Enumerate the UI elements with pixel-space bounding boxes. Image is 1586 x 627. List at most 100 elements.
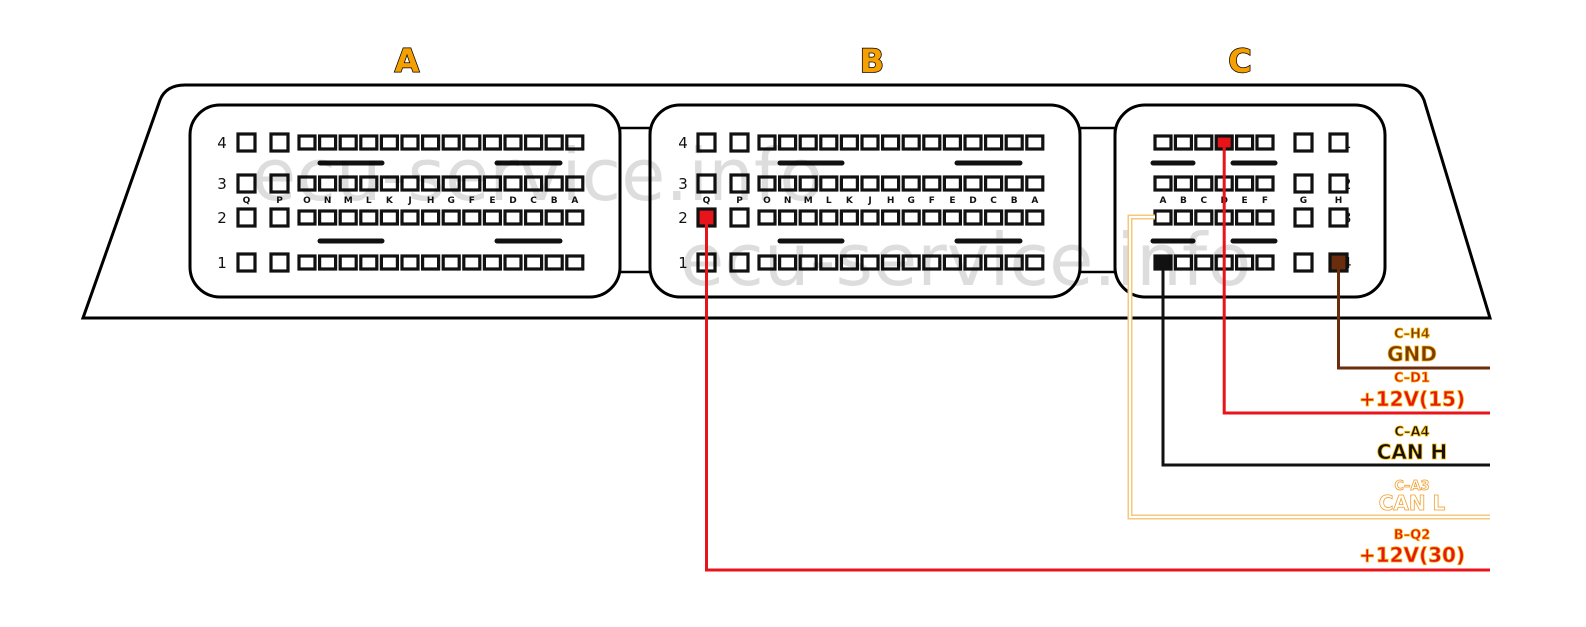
pin-b-q3 [696, 173, 717, 194]
pin-a-n3 [318, 175, 338, 192]
pin-b-l3 [819, 175, 839, 192]
pin-a-k3 [379, 175, 399, 192]
column-letter: E [949, 196, 955, 206]
wire-pin-label: C–A3 [1394, 479, 1429, 494]
row-number: 1 [678, 254, 688, 272]
pin-b-j3 [860, 175, 880, 192]
pin-b-p3 [729, 173, 750, 194]
wire-core [1129, 216, 1490, 518]
watermark-text: ecu-service.info [252, 133, 823, 217]
pin-b-g4 [901, 134, 921, 151]
pin-b-j4 [860, 134, 880, 151]
column-letter: H [427, 196, 435, 206]
pin-b-f2 [922, 209, 942, 226]
watermark-text: ecu-service.info [680, 218, 1251, 302]
pin-b-d4 [963, 134, 983, 151]
pin-b-o3 [757, 175, 777, 192]
wire-signal-label: GND [1387, 342, 1437, 366]
pin-a-q1 [236, 252, 257, 273]
pin-b-d3 [963, 175, 983, 192]
pin-a-g4 [441, 134, 461, 151]
pin-b-k3 [839, 175, 860, 192]
pin-b-g2 [901, 209, 921, 226]
pin-a-o4 [297, 134, 317, 151]
column-letter: L [826, 196, 832, 206]
pin-a-f4 [462, 134, 482, 151]
column-letter: B [1011, 196, 1018, 206]
column-letter: J [867, 196, 871, 206]
pin-a-e3 [482, 175, 502, 192]
column-letter: A [1031, 196, 1038, 206]
column-letter: B [1180, 196, 1187, 206]
pin-a-p2 [269, 207, 290, 228]
pin-a-b4 [544, 134, 564, 151]
pin-a-m2 [338, 209, 358, 226]
pin-c-h2 [1328, 173, 1349, 194]
pin-b-p2 [729, 207, 750, 228]
connector-body [188, 103, 622, 299]
pin-b-h3 [880, 175, 901, 192]
pin-b-a1 [1025, 254, 1045, 271]
pin-a-a3 [565, 175, 585, 192]
pin-c-b3 [1173, 209, 1194, 226]
column-letter: J [407, 196, 411, 206]
pin-b-j1 [860, 254, 880, 271]
connector-label: C [1228, 42, 1251, 80]
pin-a-k4 [379, 134, 399, 151]
pin-a-n1 [318, 254, 338, 271]
row-number: 4 [217, 134, 227, 152]
wire-b-q2 [705, 217, 1490, 572]
pin-a-d2 [503, 209, 523, 226]
pin-a-g3 [441, 175, 461, 192]
column-letter: O [303, 196, 311, 206]
pin-a-c1 [523, 254, 544, 271]
pin-b-b3 [1004, 175, 1024, 192]
pin-a-k1 [379, 254, 399, 271]
pin-b-k2 [839, 209, 860, 226]
pin-b-l2 [819, 209, 839, 226]
pin-b-b4 [1004, 134, 1024, 151]
pin-a-c2 [523, 209, 544, 226]
pin-b-k4 [839, 134, 860, 151]
pin-a-j2 [400, 209, 420, 226]
pin-c-e3 [1234, 209, 1255, 226]
pin-a-o2 [297, 209, 317, 226]
pin-b-m4 [798, 134, 818, 151]
pin-c-e2 [1234, 175, 1255, 192]
pin-a-b1 [544, 254, 564, 271]
wire-c-a4 [1161, 262, 1490, 467]
pin-b-c3 [983, 175, 1004, 192]
column-letter: C [990, 196, 997, 206]
pin-c-c3 [1194, 209, 1214, 226]
column-letter: F [929, 196, 935, 206]
pin-a-l4 [359, 134, 379, 151]
pin-b-e2 [942, 209, 963, 226]
pin-a-o3 [297, 175, 317, 192]
pin-b-n4 [777, 134, 798, 151]
pin-a-p1 [269, 252, 290, 273]
pin-b-a4 [1025, 134, 1045, 151]
column-letter: G [448, 196, 455, 206]
column-letter: F [1262, 196, 1268, 206]
column-letter: G [1300, 196, 1307, 206]
connector-label: B [860, 42, 884, 80]
pin-c-g4 [1293, 252, 1314, 273]
pin-b-b1 [1004, 254, 1024, 271]
pin-b-b2 [1004, 209, 1024, 226]
pin-a-m4 [338, 134, 358, 151]
wire-signal-label: CAN H [1377, 440, 1448, 464]
pin-a-h2 [421, 209, 441, 226]
row-number: 3 [678, 175, 688, 193]
column-letter: C [530, 196, 537, 206]
pin-a-c4 [523, 134, 544, 151]
pin-a-n2 [318, 209, 338, 226]
pin-c-c1 [1194, 134, 1214, 151]
connector-body [1113, 103, 1387, 299]
wire-signal-label: +12V(15) [1359, 387, 1465, 411]
pin-a-q2 [236, 207, 257, 228]
pin-c-g2 [1293, 173, 1314, 194]
pin-a-g1 [441, 254, 461, 271]
